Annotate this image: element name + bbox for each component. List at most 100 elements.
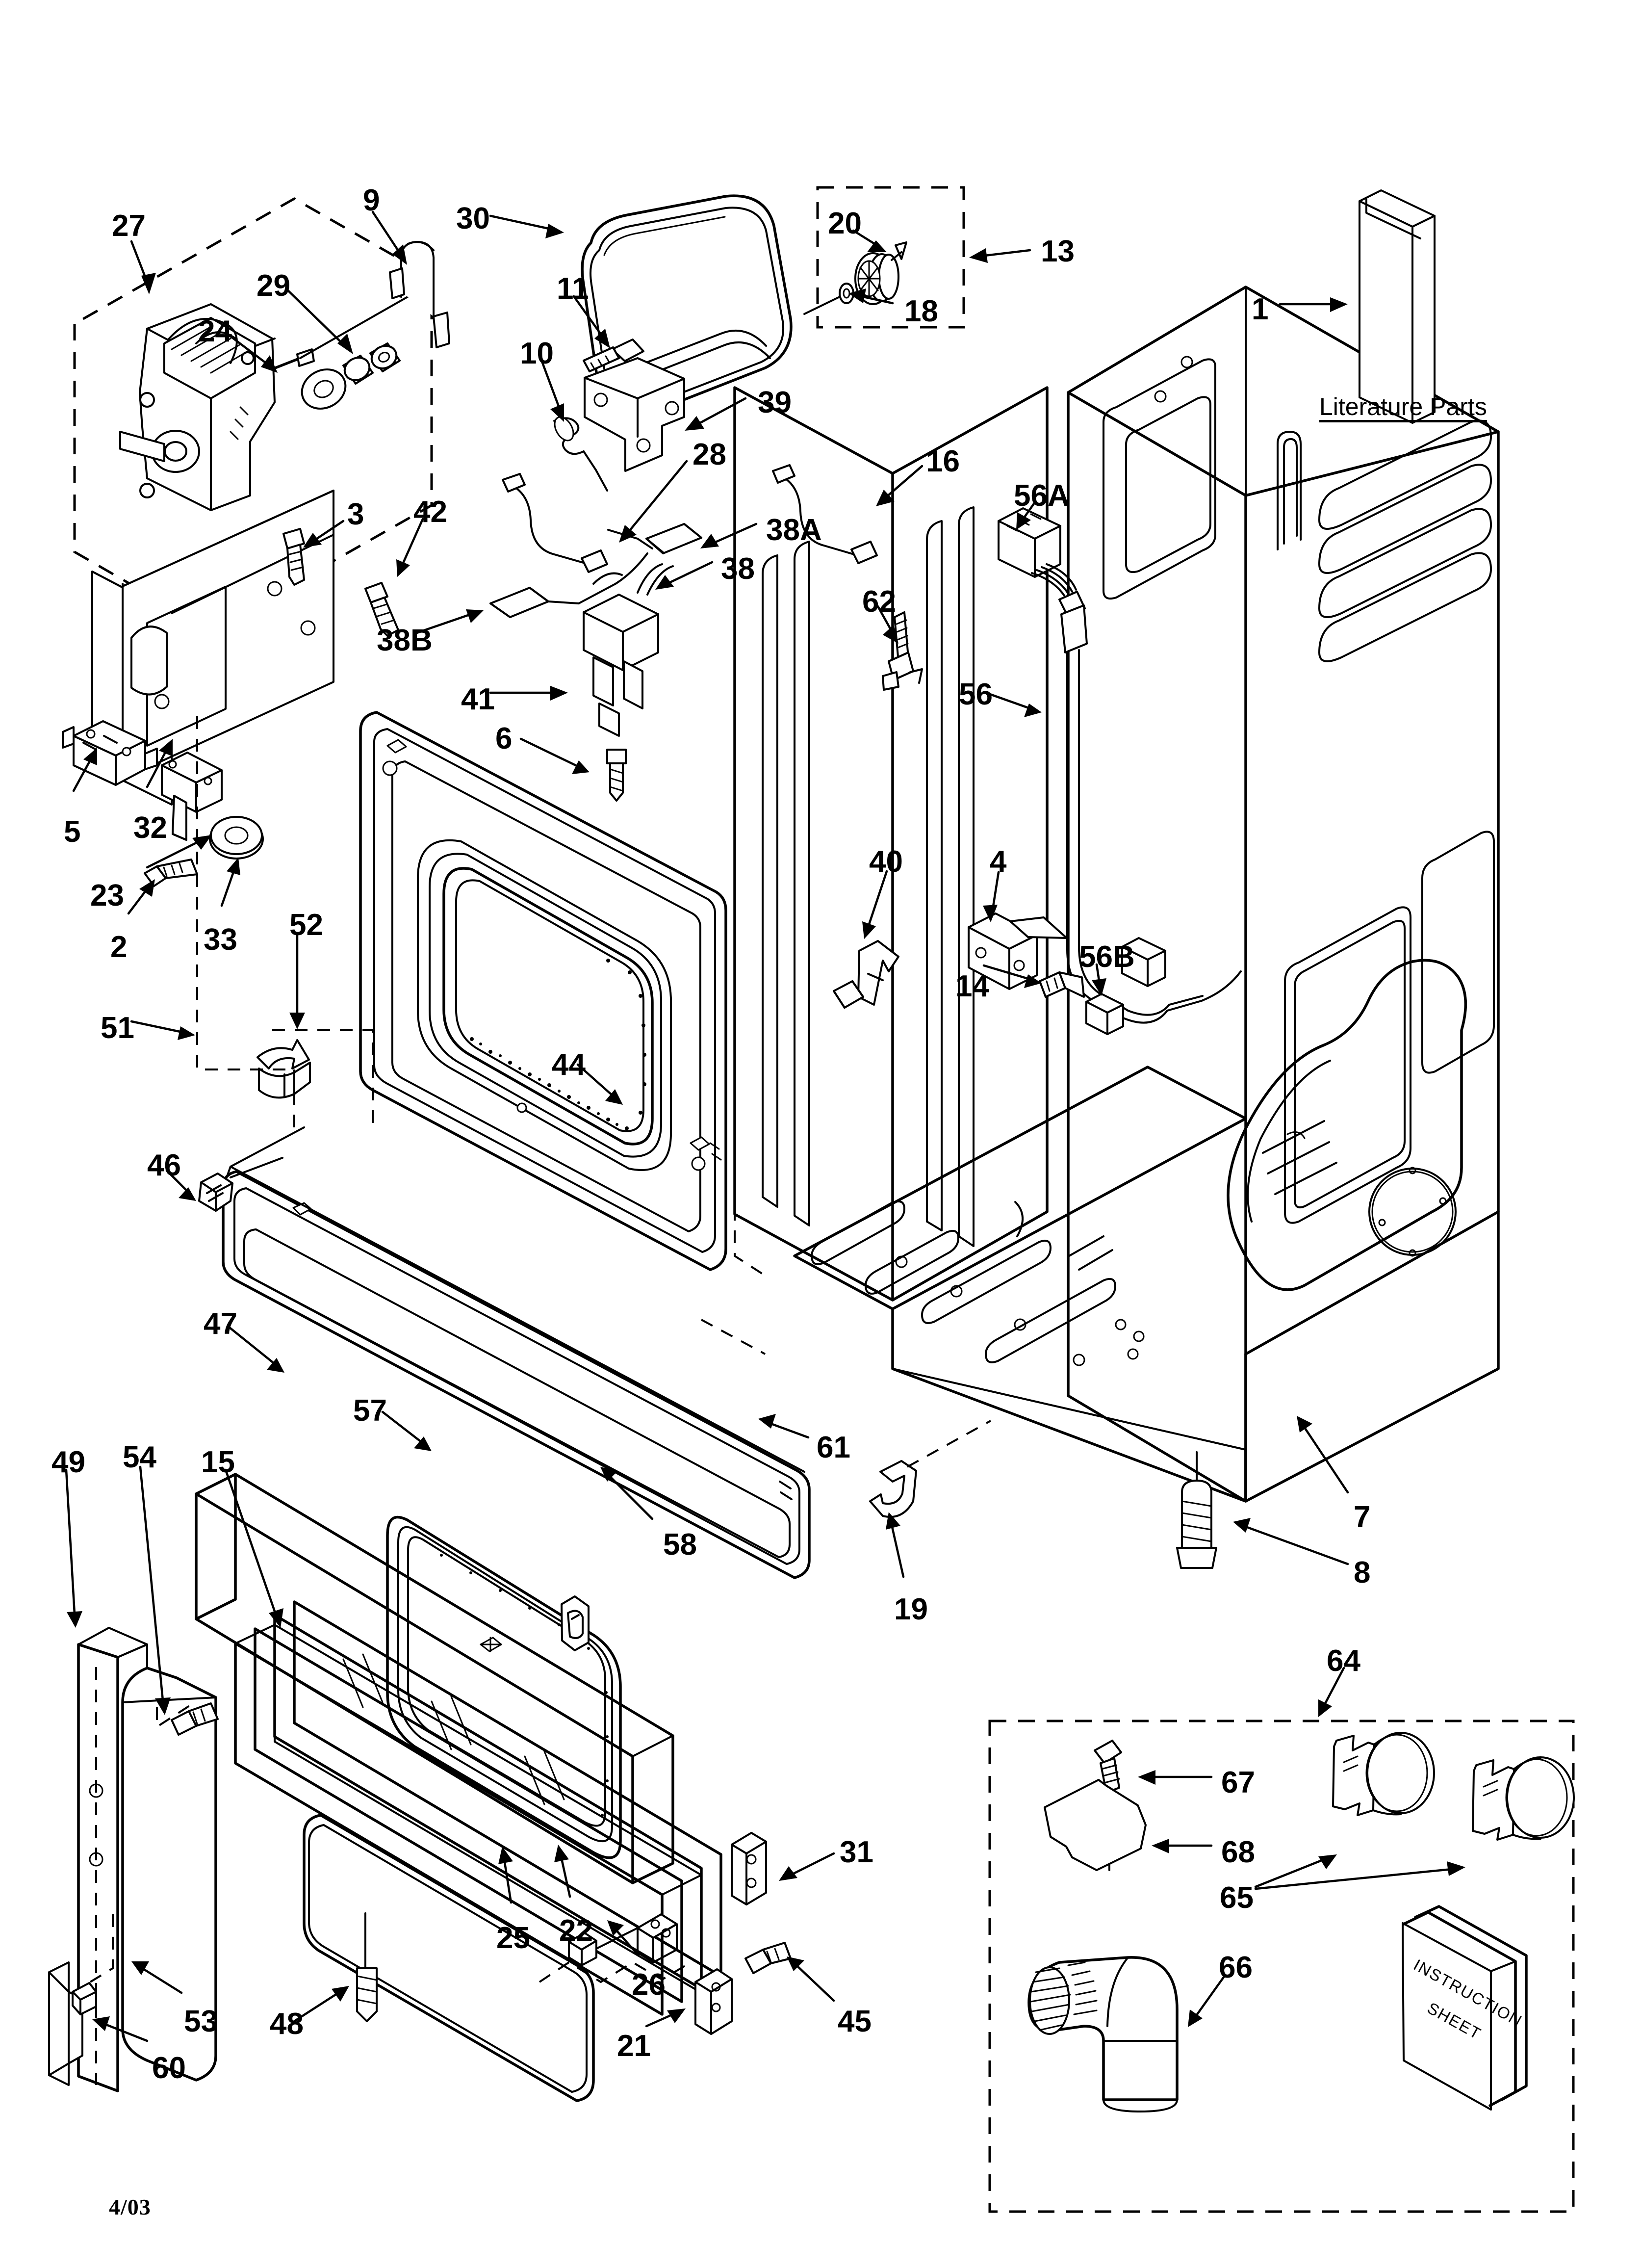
revision-date-footer: 4/03 (109, 2194, 151, 2219)
callout-number-46: 46 (147, 1148, 181, 1182)
callout-number-9: 9 (363, 183, 380, 217)
leveling-leg-part-8 (1176, 1451, 1217, 1569)
screw-part-54 (171, 1702, 219, 1736)
callout-number-51: 51 (101, 1011, 134, 1045)
callout-number-53: 53 (184, 2005, 218, 2038)
wire-tie-part-62 (882, 611, 923, 691)
callout-number-21: 21 (617, 2029, 651, 2063)
spring-part-10 (553, 416, 608, 492)
callout-number-62: 62 (862, 585, 896, 619)
callout-number-65: 65 (1220, 1881, 1254, 1915)
callout-number-49: 49 (51, 1445, 85, 1479)
callout-number-40: 40 (869, 845, 903, 879)
callout-number-41: 41 (461, 682, 495, 716)
gasket-texture (470, 959, 646, 1130)
knob-part-65-left (1332, 1732, 1435, 1816)
callout-number-25: 25 (496, 1921, 530, 1955)
plate-part-68 (1044, 1779, 1147, 1871)
door-switch-part-41 (583, 563, 674, 737)
callout-number-33: 33 (204, 923, 237, 957)
clip-part-22 (568, 1927, 639, 1966)
wire-harness-part-38 (489, 523, 702, 618)
callout-number-64: 64 (1327, 1644, 1360, 1678)
motor-pulley-assembly-29 (299, 293, 413, 410)
hinge-plate-part-26 (637, 1913, 678, 1963)
vent-elbow-part-66 (1027, 1956, 1179, 2112)
door-inner-stack (121, 1600, 722, 2102)
callout-number-29: 29 (257, 269, 290, 303)
callout-number-20: 20 (828, 207, 862, 240)
screw-part-6 (606, 749, 627, 802)
callout-number-10: 10 (520, 337, 554, 370)
duct-ribs (1030, 1961, 1098, 2031)
callout-number-13: 13 (1041, 235, 1075, 268)
bumper-part-53 (72, 1908, 114, 2015)
callout-number-30: 30 (456, 202, 490, 235)
callout-number-27: 27 (112, 209, 146, 243)
callout-number-3: 3 (347, 497, 364, 531)
callout-number-23: 23 (90, 879, 124, 912)
callout-number-18: 18 (904, 294, 938, 328)
callout-number-60: 60 (152, 2051, 186, 2085)
callout-number-7: 7 (1354, 1500, 1371, 1534)
callout-number-14: 14 (955, 969, 989, 1003)
washer-part-33 (209, 816, 264, 860)
connector-part-56B (1085, 993, 1124, 1035)
drum-belt-part-30 (581, 194, 793, 417)
clip-part-40 (833, 940, 899, 1009)
callout-number-19: 19 (894, 1592, 928, 1626)
clip-part-46 (198, 1157, 283, 1212)
callout-number-38B: 38B (377, 624, 433, 657)
callout-number-2: 2 (110, 930, 128, 964)
seal-texture (440, 1554, 609, 1817)
clip-part-19 (869, 1420, 991, 1518)
callout-number-28: 28 (693, 438, 726, 471)
bushing-part-52 (257, 1039, 311, 1099)
door-latch-part-58 (561, 1595, 590, 1651)
catch-plate-part-31 (731, 1832, 767, 1905)
callout-number-38: 38 (721, 552, 755, 586)
callout-number-11: 11 (557, 272, 589, 306)
idler-lever-part-39 (584, 357, 685, 472)
callout-number-24: 24 (198, 314, 232, 348)
instruction-sheet-booklet (1402, 1905, 1528, 2111)
wire-harness-part-28 (502, 473, 608, 573)
callout-number-31: 31 (840, 1835, 873, 1869)
screw-part-3 (282, 528, 305, 586)
callout-number-66: 66 (1219, 1951, 1253, 1984)
literature-parts-label: Literature Parts (1319, 393, 1487, 420)
callout-number-5: 5 (64, 815, 81, 849)
bulkhead-panel (701, 386, 1049, 1355)
callout-number-39: 39 (758, 386, 792, 419)
callout-number-47: 47 (204, 1307, 237, 1341)
callout-number-42: 42 (413, 495, 447, 529)
heater-element (1277, 419, 1492, 662)
door-outer-panel-47 (195, 1473, 674, 1884)
bracket-part-32 (161, 752, 223, 841)
group-box-64 (988, 1720, 1575, 2213)
group-box-51 (196, 716, 374, 1128)
knob-part-65-right (1472, 1756, 1575, 1841)
callout-number-52: 52 (289, 908, 323, 942)
screw-part-45 (744, 1942, 792, 1974)
callout-number-56: 56 (959, 678, 993, 711)
screw-part-42 (364, 582, 399, 637)
callout-number-58: 58 (663, 1528, 697, 1562)
motor-part-24 (119, 303, 315, 511)
literature-book-part-1 (1359, 189, 1436, 424)
door-handle-part-60 (48, 1961, 83, 2086)
callout-number-67: 67 (1221, 1766, 1255, 1799)
wire-harness-part-56 (998, 507, 1242, 1024)
callout-number-56A: 56A (1014, 479, 1070, 513)
lower-front-panel-61 (222, 1126, 811, 1579)
callout-number-4: 4 (990, 845, 1007, 879)
callout-number-48: 48 (270, 2007, 304, 2041)
callout-number-15: 15 (201, 1445, 235, 1479)
callout-number-57: 57 (353, 1394, 387, 1428)
callout-number-38A: 38A (766, 513, 822, 547)
front-panel (359, 711, 727, 1271)
bracket-part-9 (389, 241, 450, 348)
callout-number-45: 45 (838, 2005, 872, 2038)
